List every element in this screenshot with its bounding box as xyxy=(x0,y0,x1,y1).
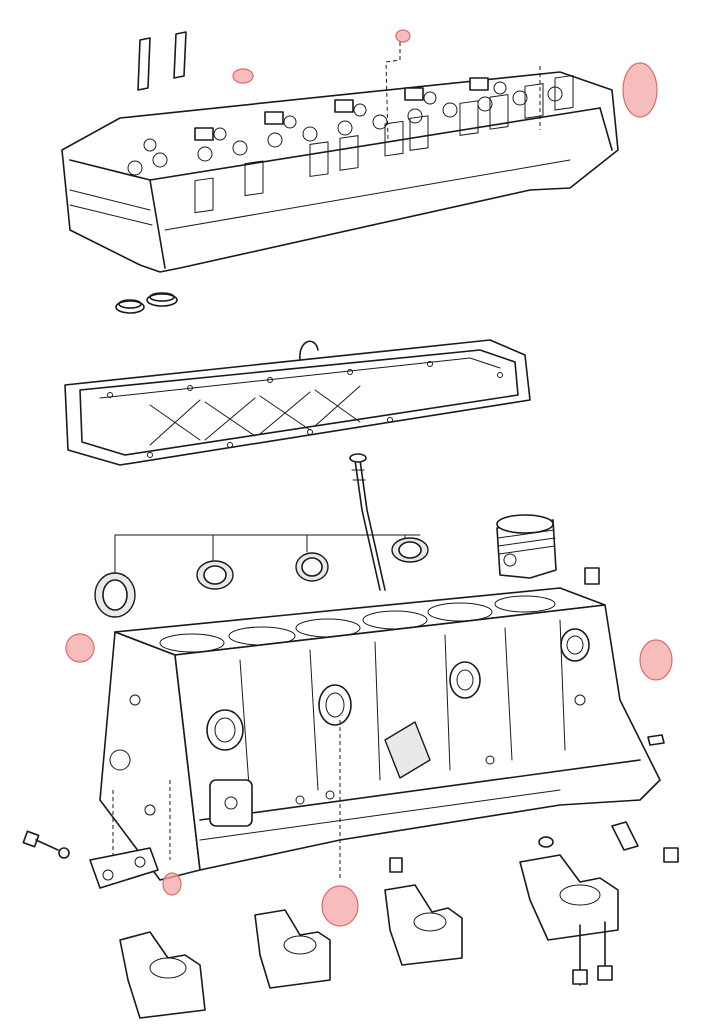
engine-block-right-plug-highlight xyxy=(639,639,673,681)
head-rocker-blocks xyxy=(194,77,489,141)
cylinder-head-rear-plug-highlight xyxy=(622,62,658,118)
head-seal-rings xyxy=(115,292,178,314)
highlighted-parts xyxy=(65,29,673,927)
bearing-shell-1 xyxy=(94,572,136,618)
engine-block xyxy=(99,587,661,881)
head-valve-springs xyxy=(127,81,563,176)
bearing-shell-2 xyxy=(196,560,234,590)
mount-bracket xyxy=(89,847,159,889)
engine-block-left-plug-highlight xyxy=(65,633,95,663)
dipstick xyxy=(349,453,386,591)
engine-block-bottom-plug-highlight xyxy=(321,885,359,927)
small-cylinder-cap xyxy=(584,567,600,585)
bearing-shell-3 xyxy=(295,552,329,582)
cylinder-head xyxy=(61,31,619,273)
engine-block-bottom-oring-highlight xyxy=(162,872,182,896)
valve-guide-tubes xyxy=(137,31,187,91)
piston xyxy=(496,514,557,579)
dowel-pin xyxy=(647,734,665,746)
head-side-ports xyxy=(194,74,574,214)
bearing-cap-2 xyxy=(254,909,331,989)
right-bolts xyxy=(389,821,679,873)
main-bearing-shells xyxy=(94,534,429,618)
cylinder-head-valve-seal-highlight xyxy=(232,68,254,84)
bearing-cap-1 xyxy=(119,931,206,1019)
cylinder-head-small-cap-highlight xyxy=(395,29,411,43)
bearing-cap-4 xyxy=(519,854,619,986)
gasket-frame xyxy=(64,339,531,466)
bearing-shell-4 xyxy=(391,537,429,563)
bearing-cap-3 xyxy=(384,884,463,966)
left-bolt xyxy=(22,830,70,859)
